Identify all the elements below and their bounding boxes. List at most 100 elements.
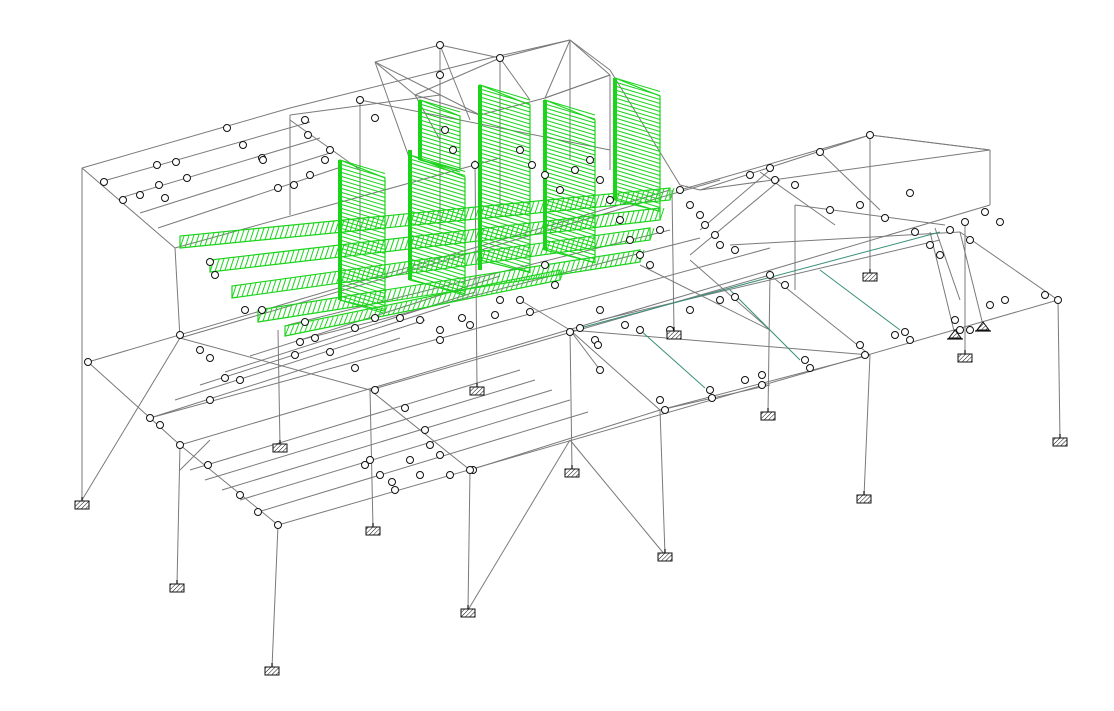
node-circle-icon[interactable] bbox=[401, 404, 409, 412]
frame-member[interactable] bbox=[199, 304, 451, 386]
frame-member[interactable] bbox=[679, 134, 871, 191]
node-circle-icon[interactable] bbox=[946, 226, 954, 234]
node-circle-icon[interactable] bbox=[155, 181, 163, 189]
frame-member[interactable] bbox=[179, 439, 211, 471]
node-circle-icon[interactable] bbox=[861, 351, 869, 359]
frame-member[interactable] bbox=[374, 61, 481, 116]
node-circle-icon[interactable] bbox=[981, 208, 989, 216]
node-circle-icon[interactable] bbox=[274, 521, 282, 529]
node-circle-icon[interactable] bbox=[84, 358, 92, 366]
fixed-support-icon[interactable] bbox=[657, 552, 673, 562]
fixed-support-icon[interactable] bbox=[856, 494, 872, 504]
node-circle-icon[interactable] bbox=[781, 281, 789, 289]
frame-member[interactable] bbox=[819, 269, 901, 331]
frame-member[interactable] bbox=[499, 39, 571, 59]
frame-member[interactable] bbox=[87, 361, 181, 446]
frame-member[interactable] bbox=[569, 329, 573, 471]
frame-member[interactable] bbox=[119, 137, 321, 199]
fixed-support-icon[interactable] bbox=[957, 353, 973, 363]
frame-member[interactable] bbox=[179, 444, 279, 526]
frame-member[interactable] bbox=[271, 524, 279, 669]
node-circle-icon[interactable] bbox=[696, 211, 704, 219]
node-circle-icon[interactable] bbox=[586, 156, 594, 164]
node-circle-icon[interactable] bbox=[891, 331, 899, 339]
fixed-support-icon[interactable] bbox=[74, 500, 90, 510]
node-circle-icon[interactable] bbox=[528, 161, 536, 169]
node-circle-icon[interactable] bbox=[911, 228, 919, 236]
node-circle-icon[interactable] bbox=[556, 186, 564, 194]
node-circle-icon[interactable] bbox=[466, 466, 474, 474]
fixed-support-icon[interactable] bbox=[169, 583, 185, 593]
node-circle-icon[interactable] bbox=[183, 174, 191, 182]
node-circle-icon[interactable] bbox=[806, 364, 814, 372]
frame-member[interactable] bbox=[374, 61, 411, 161]
node-circle-icon[interactable] bbox=[701, 221, 709, 229]
node-circle-icon[interactable] bbox=[436, 326, 444, 334]
frame-member[interactable] bbox=[699, 149, 991, 191]
frame-member[interactable] bbox=[174, 247, 181, 339]
frame-member[interactable] bbox=[174, 319, 426, 401]
node-circle-icon[interactable] bbox=[211, 271, 219, 279]
frame-member[interactable] bbox=[934, 227, 961, 301]
node-circle-icon[interactable] bbox=[321, 156, 329, 164]
fixed-support-icon[interactable] bbox=[469, 386, 485, 396]
frame-member[interactable] bbox=[863, 354, 871, 498]
node-circle-icon[interactable] bbox=[1001, 296, 1009, 304]
node-circle-icon[interactable] bbox=[616, 216, 624, 224]
node-circle-icon[interactable] bbox=[906, 336, 914, 344]
node-circle-icon[interactable] bbox=[758, 371, 766, 379]
node-circle-icon[interactable] bbox=[396, 314, 404, 322]
node-circle-icon[interactable] bbox=[741, 376, 749, 384]
node-circle-icon[interactable] bbox=[856, 201, 864, 209]
frame-member[interactable] bbox=[414, 94, 481, 116]
frame-member[interactable] bbox=[257, 411, 589, 513]
frame-member[interactable] bbox=[374, 44, 441, 63]
frame-member[interactable] bbox=[569, 329, 601, 371]
node-circle-icon[interactable] bbox=[471, 161, 479, 169]
fixed-support-icon[interactable] bbox=[862, 272, 878, 282]
node-circle-icon[interactable] bbox=[311, 334, 319, 342]
node-circle-icon[interactable] bbox=[436, 41, 444, 49]
frame-member[interactable] bbox=[671, 189, 675, 333]
node-circle-icon[interactable] bbox=[596, 366, 604, 374]
node-circle-icon[interactable] bbox=[153, 161, 161, 169]
frame-member[interactable] bbox=[179, 337, 371, 391]
node-circle-icon[interactable] bbox=[449, 146, 457, 154]
frame-member[interactable] bbox=[359, 99, 611, 151]
frame-member[interactable] bbox=[189, 369, 521, 471]
node-circle-icon[interactable] bbox=[951, 316, 959, 324]
fixed-support-icon[interactable] bbox=[365, 526, 381, 536]
fixed-support-icon[interactable] bbox=[564, 468, 580, 478]
node-circle-icon[interactable] bbox=[576, 324, 584, 332]
node-circle-icon[interactable] bbox=[866, 131, 874, 139]
node-circle-icon[interactable] bbox=[301, 318, 309, 326]
node-circle-icon[interactable] bbox=[436, 336, 444, 344]
node-circle-icon[interactable] bbox=[351, 364, 359, 372]
node-circle-icon[interactable] bbox=[119, 196, 127, 204]
node-circle-icon[interactable] bbox=[596, 176, 604, 184]
frame-member[interactable] bbox=[929, 231, 956, 336]
node-circle-icon[interactable] bbox=[901, 328, 909, 336]
node-circle-icon[interactable] bbox=[566, 328, 574, 336]
node-circle-icon[interactable] bbox=[496, 54, 504, 62]
node-circle-icon[interactable] bbox=[361, 461, 369, 469]
node-circle-icon[interactable] bbox=[136, 191, 144, 199]
frame-member[interactable] bbox=[139, 152, 331, 214]
node-circle-icon[interactable] bbox=[646, 261, 654, 269]
node-circle-icon[interactable] bbox=[406, 456, 414, 464]
node-circle-icon[interactable] bbox=[236, 491, 244, 499]
node-circle-icon[interactable] bbox=[371, 314, 379, 322]
node-circle-icon[interactable] bbox=[458, 314, 466, 322]
node-circle-icon[interactable] bbox=[206, 354, 214, 362]
frame-member[interactable] bbox=[544, 74, 611, 99]
frame-member[interactable] bbox=[174, 157, 501, 249]
node-circle-icon[interactable] bbox=[686, 306, 694, 314]
node-circle-icon[interactable] bbox=[416, 316, 424, 324]
node-circle-icon[interactable] bbox=[571, 166, 579, 174]
node-circle-icon[interactable] bbox=[304, 131, 312, 139]
node-circle-icon[interactable] bbox=[100, 178, 108, 186]
frame-member[interactable] bbox=[204, 379, 536, 481]
node-circle-icon[interactable] bbox=[791, 181, 799, 189]
node-circle-icon[interactable] bbox=[291, 351, 299, 359]
